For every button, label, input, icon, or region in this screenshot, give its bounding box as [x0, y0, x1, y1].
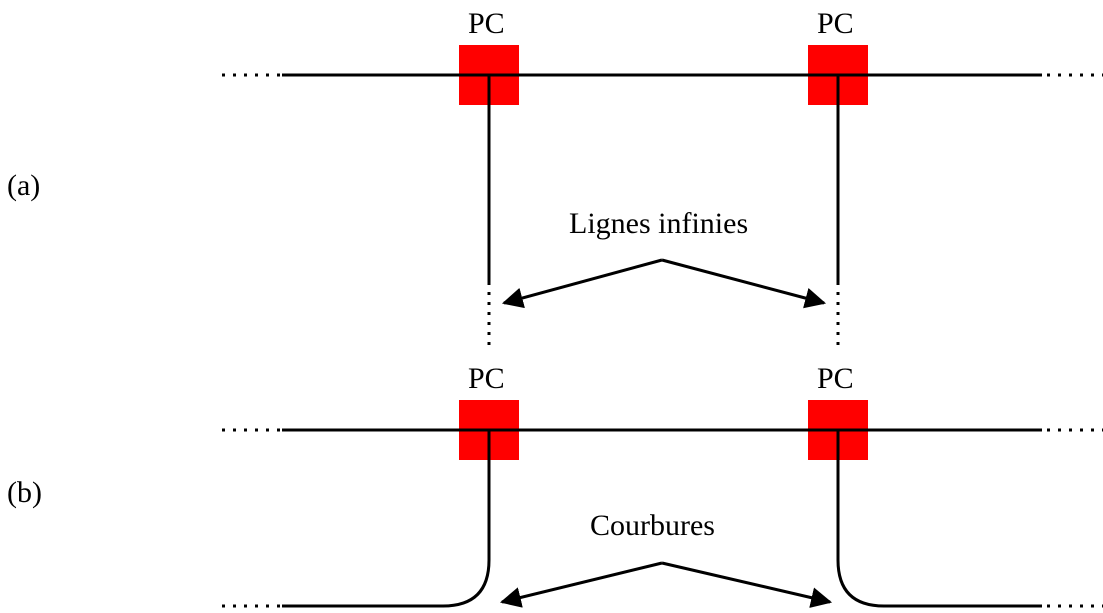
- panel-b-annotation: Courbures: [590, 509, 715, 542]
- panel-b: (b) PC PC Courbures: [7, 362, 1103, 608]
- panel-b-arrow-right: [661, 561, 833, 608]
- panel-b-arrow-left: [499, 561, 663, 608]
- panel-b-pc-left-label: PC: [468, 362, 505, 395]
- panel-a-pc-right-label: PC: [817, 7, 854, 40]
- panel-b-curve-right: [836, 430, 1042, 608]
- panel-a-arrow-right: [661, 258, 827, 309]
- panel-a-label: (a): [7, 169, 40, 202]
- panel-a-pc-left-label: PC: [468, 7, 505, 40]
- panel-b-curve-left: [282, 430, 491, 608]
- panel-b-pc-right-label: PC: [817, 362, 854, 395]
- panel-a-arrow-left: [501, 258, 663, 309]
- panel-b-label: (b): [7, 476, 42, 509]
- panel-a-annotation: Lignes infinies: [569, 207, 748, 240]
- panel-a: (a) PC PC Lignes infinies: [7, 7, 1103, 345]
